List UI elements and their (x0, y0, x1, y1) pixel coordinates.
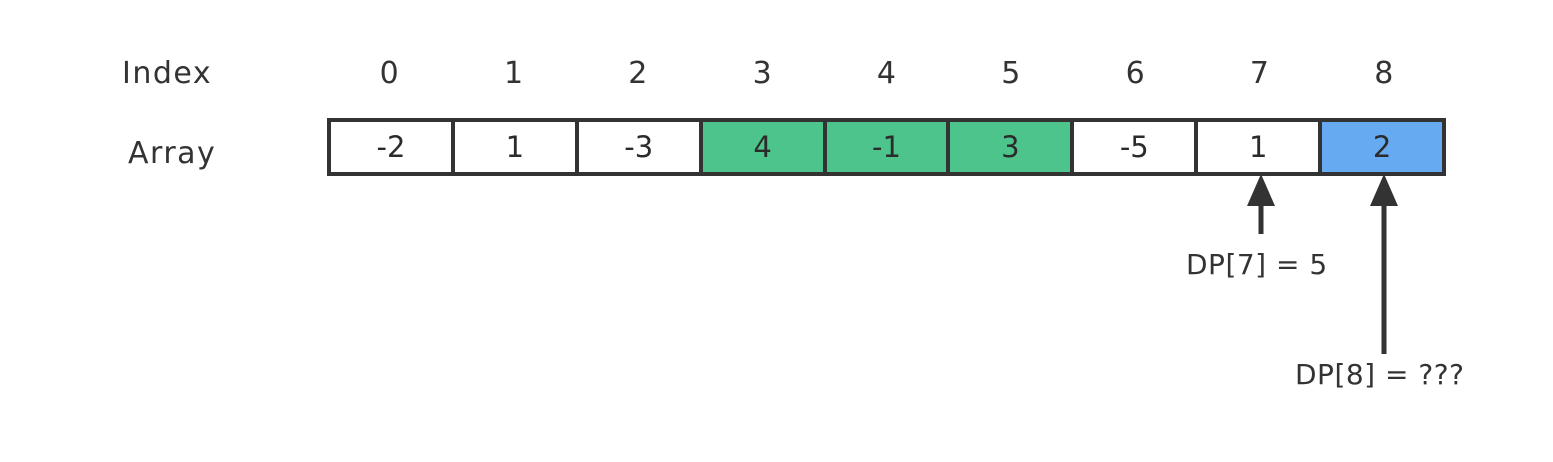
index-number: 3 (752, 56, 772, 91)
arrow-up-icon (1370, 174, 1398, 354)
array-cell: 2 (1322, 122, 1443, 172)
array-cell: 1 (454, 122, 579, 172)
index-number: 0 (379, 56, 399, 91)
arrow-up-icon (1247, 174, 1275, 234)
index-number: 4 (876, 56, 897, 91)
array-cell: 3 (950, 122, 1075, 172)
index-number-row: 0 1 2 3 4 5 6 7 8 (327, 54, 1446, 94)
index-row-label: Index (122, 56, 213, 91)
index-number: 1 (503, 56, 524, 91)
array-cell: 4 (702, 122, 827, 172)
array-cells-row: -2 1 -3 4 -1 3 -5 1 2 (327, 118, 1446, 176)
index-number: 6 (1125, 56, 1145, 91)
array-cell: 1 (1198, 122, 1323, 172)
array-cell: -5 (1074, 122, 1199, 172)
array-cell: -3 (578, 122, 703, 172)
index-number: 7 (1249, 56, 1269, 91)
index-number: 2 (628, 56, 648, 91)
array-row-label: Array (128, 136, 217, 171)
dp8-annotation-label: DP[8] = ??? (1295, 358, 1465, 391)
index-number: 5 (1001, 56, 1021, 91)
array-cell: -1 (826, 122, 951, 172)
dp7-annotation-label: DP[7] = 5 (1186, 248, 1328, 281)
array-cell: -2 (331, 122, 455, 172)
index-number: 8 (1374, 56, 1394, 91)
